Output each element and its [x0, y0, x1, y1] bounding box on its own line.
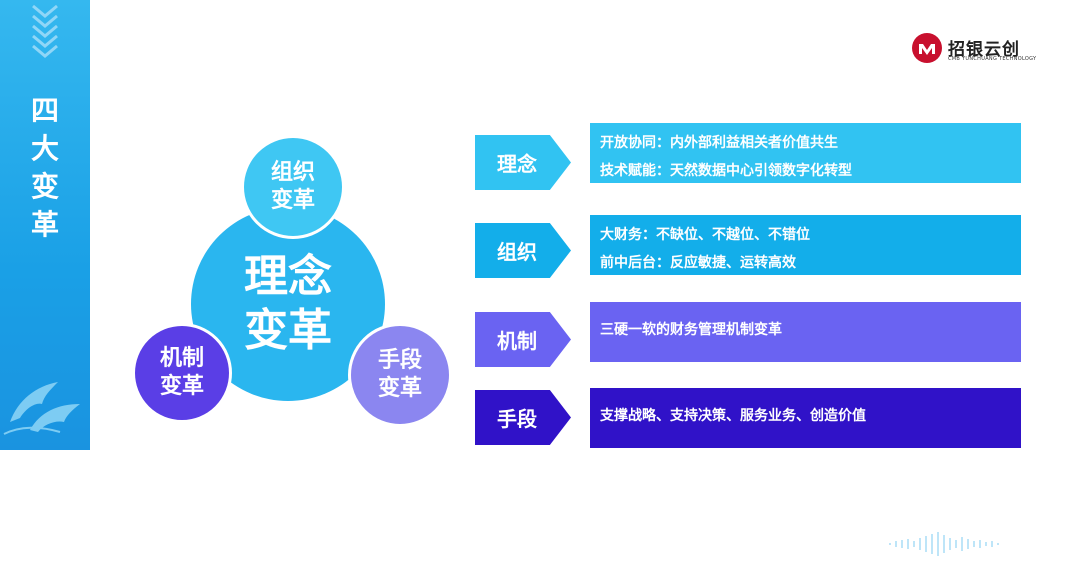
row-tag-means: 手段 [475, 390, 571, 445]
dolphin-icon [0, 360, 90, 440]
section-title-char: 变 [0, 168, 90, 206]
row-line: 开放协同：内外部利益相关者价值共生 [600, 129, 1021, 157]
section-title: 四 大 变 革 [0, 92, 90, 244]
circle-top-line: 变革 [271, 187, 315, 215]
section-title-char: 革 [0, 206, 90, 244]
circle-main-line: 理念 [244, 250, 332, 304]
row-tag-organization: 组织 [475, 223, 571, 278]
row-tag-mechanism: 机制 [475, 312, 571, 367]
row-box-mechanism: 三硬一软的财务管理机制变革 [590, 302, 1021, 362]
row-line: 技术赋能：天然数据中心引领数字化转型 [600, 157, 1021, 185]
circle-right-line: 手段 [378, 347, 422, 375]
row-line: 大财务：不缺位、不越位、不错位 [600, 221, 1021, 249]
section-title-char: 四 [0, 92, 90, 130]
row-box-concept: 开放协同：内外部利益相关者价值共生 技术赋能：天然数据中心引领数字化转型 [590, 123, 1021, 183]
row-box-means: 支撑战略、支持决策、服务业务、创造价值 [590, 388, 1021, 448]
logo-subtitle: CMB YUNCHUANG TECHNOLOGY [948, 56, 1036, 62]
circle-main-line: 变革 [244, 304, 332, 358]
chevron-down-icon [30, 0, 60, 60]
row-line: 支撑战略、支持决策、服务业务、创造价值 [600, 402, 1021, 430]
row-box-organization: 大财务：不缺位、不越位、不错位 前中后台：反应敏捷、运转高效 [590, 215, 1021, 275]
row-tag-concept: 理念 [475, 135, 571, 190]
section-title-char: 大 [0, 130, 90, 168]
circle-right-line: 变革 [378, 375, 422, 403]
circle-right: 手段 变革 [348, 323, 452, 427]
circle-left: 机制 变革 [132, 323, 232, 423]
circle-left-line: 变革 [160, 373, 204, 401]
logo-mark-icon [912, 33, 942, 63]
circle-top-line: 组织 [271, 159, 315, 187]
row-line: 前中后台：反应敏捷、运转高效 [600, 249, 1021, 277]
sidebar-band: 四 大 变 革 [0, 0, 90, 450]
circle-left-line: 机制 [160, 345, 204, 373]
company-logo: 招银云创 CMB YUNCHUANG TECHNOLOGY [912, 33, 1042, 67]
circle-top: 组织 变革 [241, 135, 345, 239]
sound-wave-icon [880, 528, 1020, 558]
row-line: 三硬一软的财务管理机制变革 [600, 316, 1021, 344]
